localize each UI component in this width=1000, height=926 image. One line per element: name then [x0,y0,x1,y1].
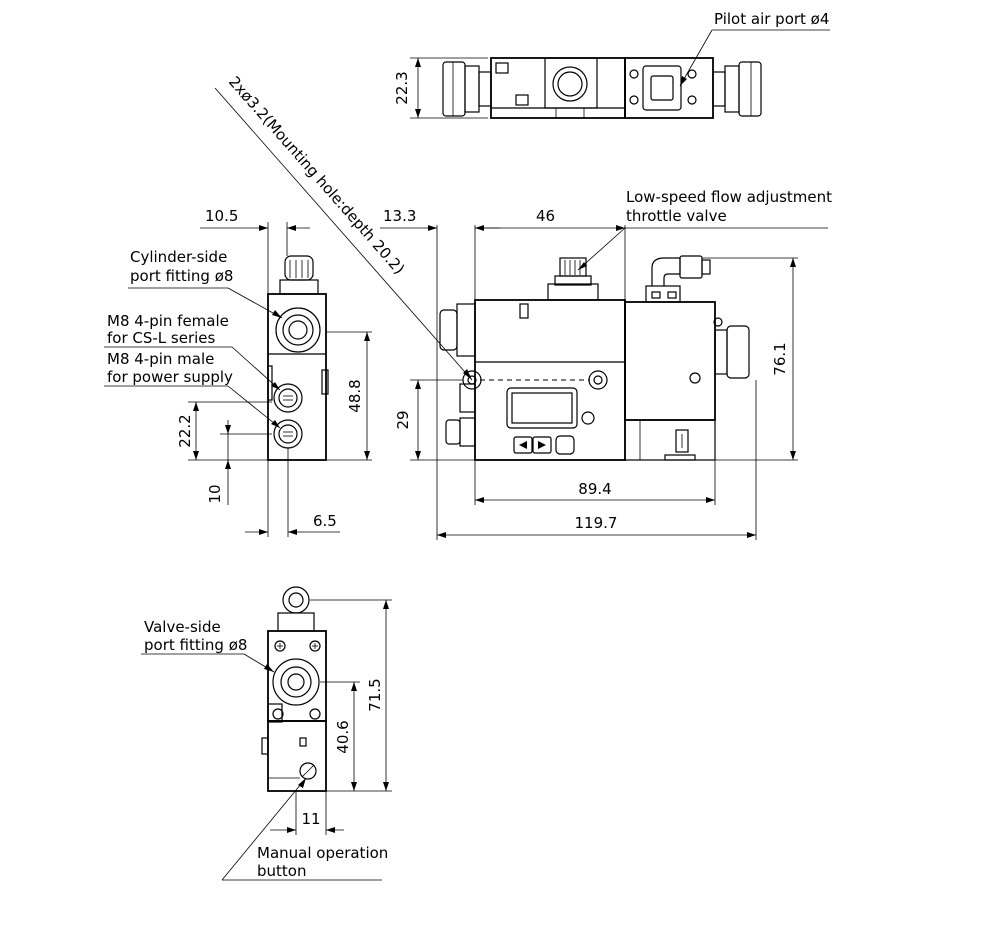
cylinder-side-label-line2: port fitting ø8 [130,267,233,285]
manual-op-label-line2: button [257,862,306,880]
dim-front-total-width: 119.7 [575,514,618,532]
side-dimensions: 10.5 Cylinder-side port fitting ø8 M8 4-… [104,207,372,537]
bottom-view [261,586,327,792]
low-speed-label-line1: Low-speed flow adjustment [626,188,832,206]
front-view [439,255,750,461]
dim-side-bottom-width: 6.5 [313,512,337,530]
dim-front-top-width: 46 [536,207,555,225]
dim-front-height: 76.1 [771,342,789,375]
m8-female-label-line2: for CS-L series [107,329,216,347]
pilot-air-port-label: Pilot air port ø4 [714,10,829,28]
valve-side-label-line2: port fitting ø8 [144,636,247,654]
dim-bottom-port-height: 40.6 [334,720,352,753]
dim-side-connector-height: 22.2 [176,414,194,447]
dim-front-offset: 13.3 [383,207,416,225]
side-view [267,255,329,461]
bottom-dimensions: Valve-side port fitting ø8 71.5 40.6 11 … [141,599,392,881]
dim-front-hole-height: 29 [394,410,412,429]
low-speed-label-line2: throttle valve [626,207,727,225]
cylinder-side-label-line1: Cylinder-side [130,248,227,266]
top-view: 22.3 Pilot air port ø4 [393,10,830,119]
dim-bottom-button-width: 11 [301,810,320,828]
manual-op-label-line1: Manual operation [257,844,388,862]
m8-male-label-line1: M8 4-pin male [107,350,214,368]
m8-female-label-line1: M8 4-pin female [107,312,229,330]
dim-front-body-width: 89.4 [578,480,611,498]
dim-side-height: 48.8 [346,379,364,412]
valve-side-label-line1: Valve-side [144,618,221,636]
dim-side-top-width: 10.5 [205,207,238,225]
mounting-hole-callout: 2xø3.2(Mounting hole:depth 20.2) [214,73,473,381]
front-dimensions: 13.3 46 Low-speed flow adjustment thrott… [380,188,832,540]
dim-top-height: 22.3 [393,71,411,104]
mounting-hole-label: 2xø3.2(Mounting hole:depth 20.2) [225,73,408,278]
dim-bottom-height: 71.5 [366,678,384,711]
dim-side-connector-offset: 10 [206,484,224,503]
m8-male-label-line2: for power supply [107,368,233,386]
